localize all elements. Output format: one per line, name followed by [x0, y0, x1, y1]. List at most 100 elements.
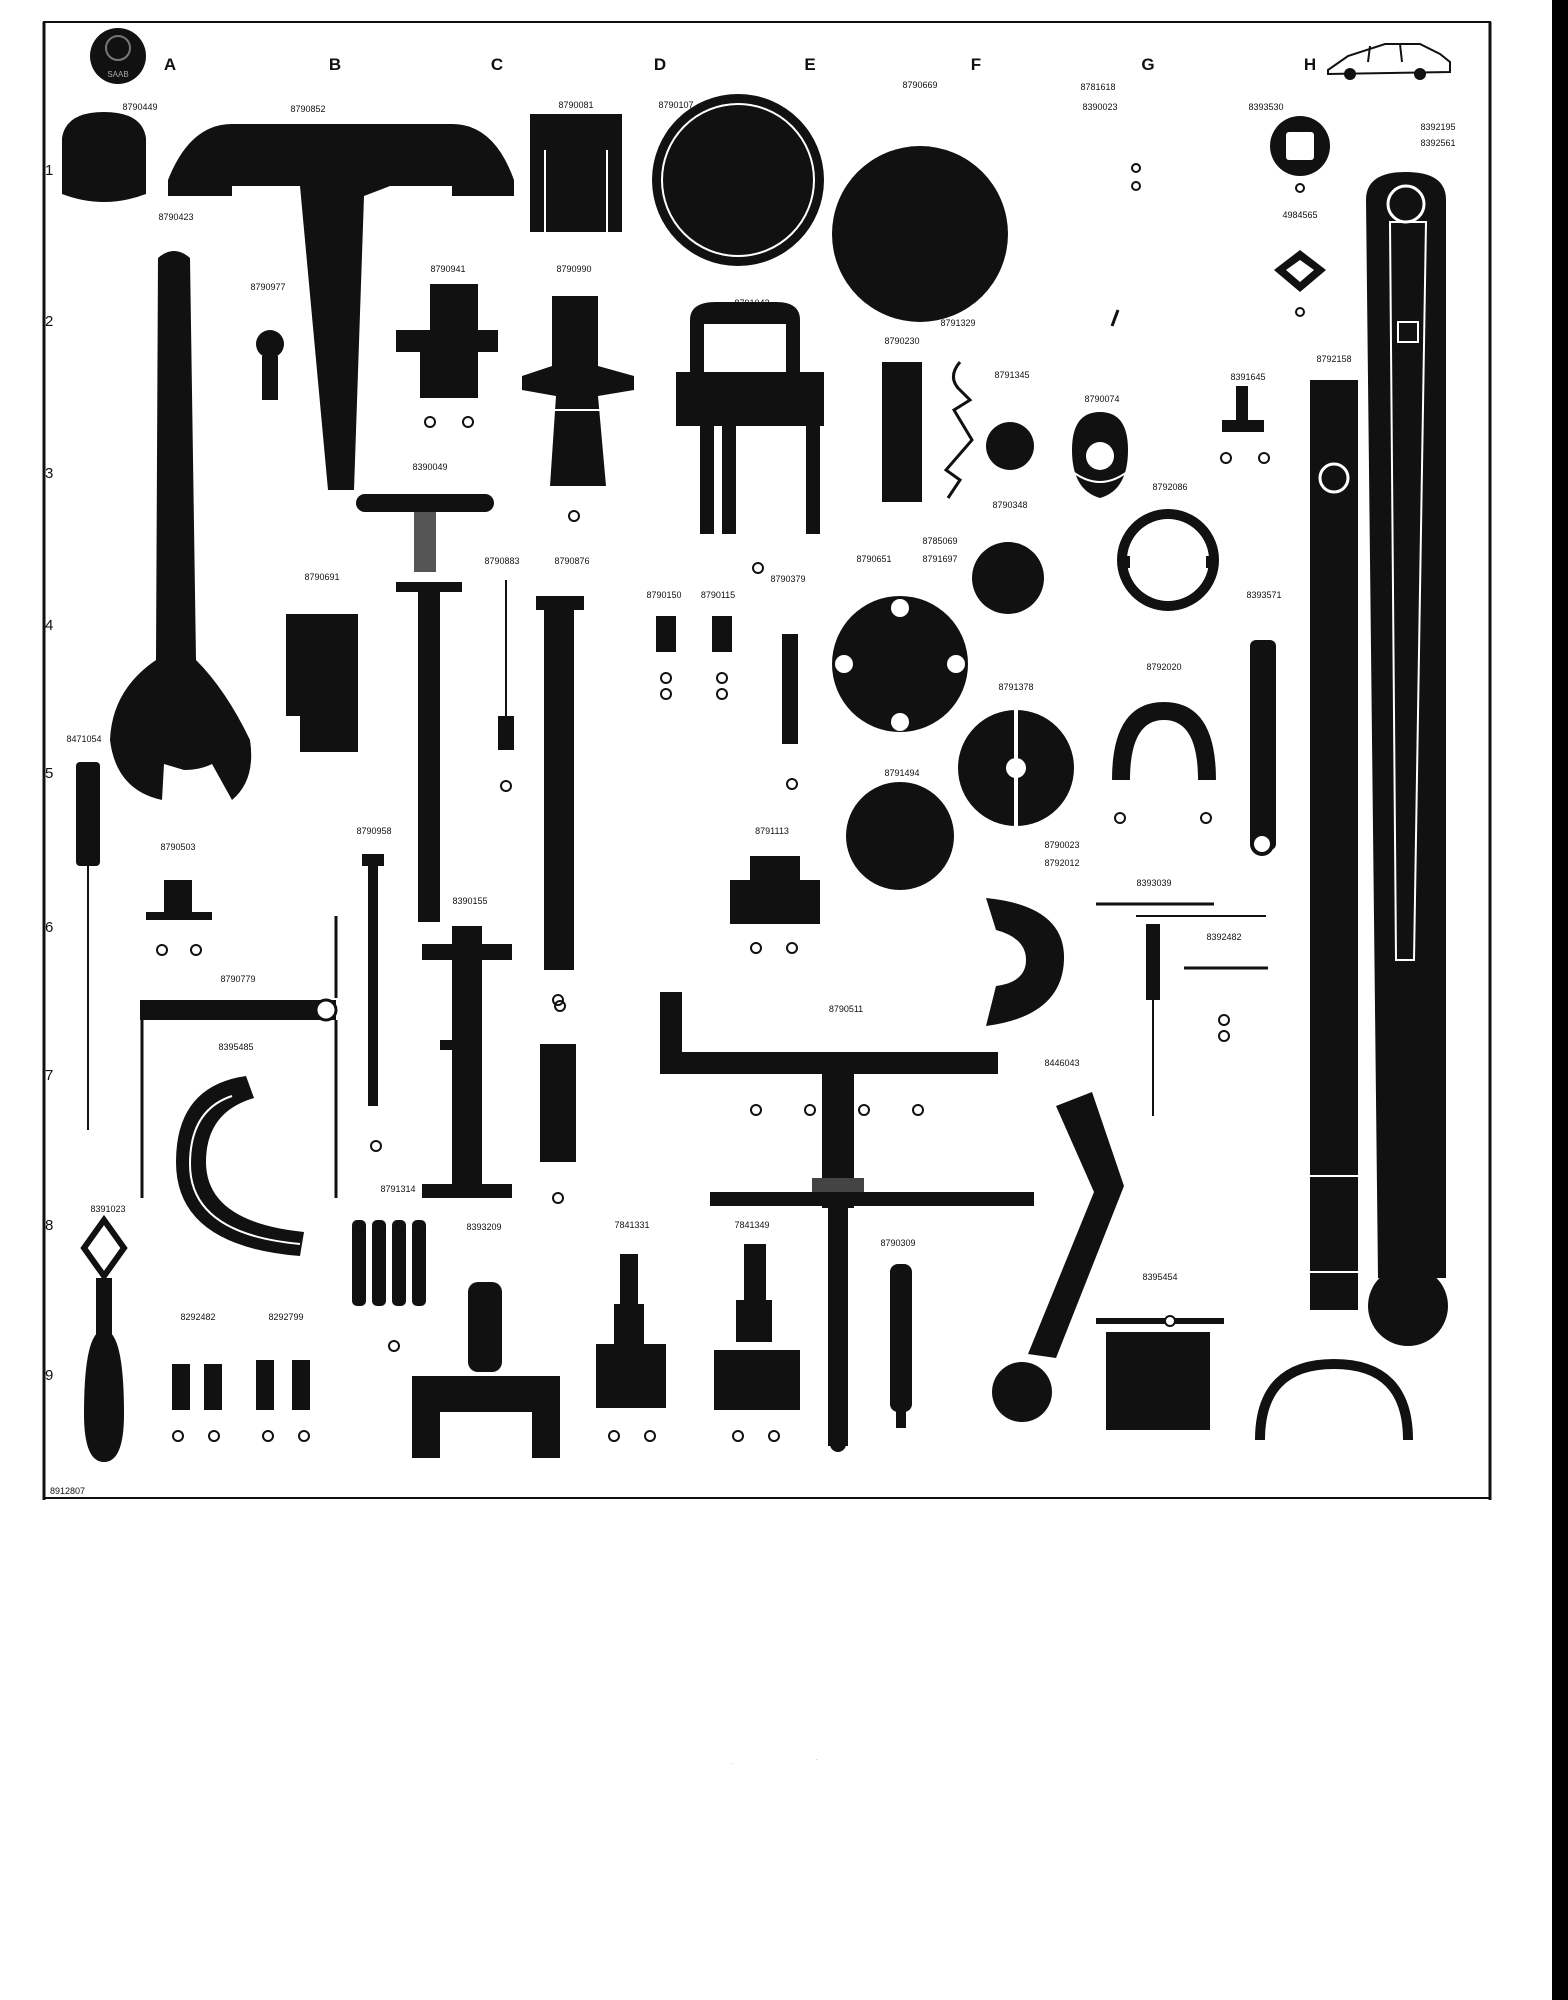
tool-shape	[832, 146, 1008, 322]
row-label: 5	[45, 765, 53, 782]
part-number: 8446043	[1044, 1058, 1079, 1068]
part-number: 8791345	[994, 370, 1029, 380]
row-label: 4	[45, 617, 53, 634]
tool-shape	[110, 251, 252, 800]
part-number: 8790115	[701, 590, 735, 600]
column-label: F	[971, 55, 981, 74]
part-number: 8390049	[412, 462, 447, 472]
part-number: 8395454	[1142, 1272, 1177, 1282]
part-number: 8792086	[1152, 482, 1187, 492]
part-number: 8790081	[558, 100, 593, 110]
part-number: 8790511	[829, 1004, 863, 1014]
saab-logo: SAAB	[90, 28, 146, 84]
part-number: 8790503	[160, 842, 195, 852]
part-number: 8791378	[998, 682, 1033, 692]
part-number: 8790669	[902, 80, 937, 90]
part-number: 8785069	[922, 536, 957, 546]
part-number: 8790651	[856, 554, 891, 564]
tool-shape	[396, 284, 498, 398]
tool-shape	[140, 1000, 336, 1020]
tool-shape	[943, 361, 974, 499]
column-label: G	[1141, 55, 1154, 74]
part-number: 7841349	[734, 1220, 769, 1230]
part-number: 8791329	[940, 318, 975, 328]
column-label: B	[329, 55, 341, 74]
tool-shape	[522, 296, 634, 486]
part-number: 4984565	[1282, 210, 1317, 220]
tool-shape	[690, 302, 800, 372]
part-number: 7841331	[614, 1220, 649, 1230]
tool-shape	[286, 614, 358, 752]
part-number: 8790348	[992, 500, 1027, 510]
part-number: 8792158	[1316, 354, 1351, 364]
tool-shape	[986, 898, 1065, 1026]
scan-edge-bar	[1552, 0, 1568, 2000]
scan-speck: .	[732, 1760, 734, 1766]
part-number: 8393039	[1136, 878, 1171, 888]
column-label: D	[654, 55, 666, 74]
part-number: 8790074	[1084, 394, 1119, 404]
part-number: 8393571	[1246, 590, 1281, 600]
part-number: 8791494	[884, 768, 919, 778]
tool-shape	[832, 596, 968, 732]
part-number: 8392195	[1420, 122, 1455, 132]
part-number: 8790977	[250, 282, 285, 292]
tool-shape	[882, 362, 922, 502]
column-label: E	[804, 55, 815, 74]
part-number: 8391645	[1230, 372, 1265, 382]
reference-code: 8912807	[50, 1486, 85, 1496]
column-label: C	[491, 55, 503, 74]
part-number: 8790852	[290, 104, 325, 114]
row-label: 8	[45, 1217, 53, 1234]
row-label: 7	[45, 1067, 53, 1084]
part-number: 8790423	[158, 212, 193, 222]
part-number: 8792020	[1146, 662, 1181, 672]
part-number: 8790309	[880, 1238, 915, 1248]
logo-text: SAAB	[107, 70, 128, 79]
part-number: 8395485	[218, 1042, 253, 1052]
part-number: 8790883	[484, 556, 519, 566]
tool-shape	[1117, 509, 1219, 611]
tool-shape	[1096, 1318, 1224, 1324]
tool-shape	[176, 1076, 304, 1256]
part-number: 8791043	[734, 298, 769, 308]
part-number: 8790691	[304, 572, 339, 582]
row-label: 3	[45, 465, 53, 482]
part-number: 8392561	[1420, 138, 1455, 148]
tool-shape	[168, 124, 514, 490]
row-label: 1	[45, 162, 53, 179]
part-number: 8790107	[658, 100, 693, 110]
part-number: 8790941	[430, 264, 465, 274]
part-number: 8790449	[122, 102, 157, 112]
tool-shape	[62, 112, 146, 202]
part-number: 8792012	[1044, 858, 1079, 868]
part-number: 8790379	[770, 574, 805, 584]
part-number: 8790990	[556, 264, 591, 274]
part-number: 8292482	[180, 1312, 215, 1322]
tool-shape	[730, 856, 820, 924]
column-label: H	[1304, 55, 1316, 74]
part-number: 8790230	[884, 336, 919, 346]
part-number: 8393209	[466, 1222, 501, 1232]
part-number: 8471054	[66, 734, 101, 744]
part-number: 8393530	[1248, 102, 1283, 112]
tool-shape	[468, 1282, 502, 1372]
part-number: 8790958	[356, 826, 391, 836]
tool-shape	[1028, 1092, 1124, 1358]
tool-shape	[652, 94, 824, 266]
tool-shape	[1366, 172, 1446, 1278]
tool-shape	[536, 596, 584, 610]
tool-shape	[1236, 386, 1248, 420]
part-number: 8781618	[1080, 82, 1115, 92]
part-number: 8390155	[452, 896, 487, 906]
tool-shape	[356, 494, 494, 512]
tool-shape	[530, 114, 622, 232]
row-label: 9	[45, 1367, 53, 1384]
part-number: 8292799	[268, 1312, 303, 1322]
part-number: 8790023	[1044, 840, 1079, 850]
part-number: 8791113	[755, 826, 789, 836]
part-number: 8790150	[646, 590, 681, 600]
tool-shape	[1310, 380, 1358, 1310]
scan-speck: .	[816, 1756, 818, 1762]
